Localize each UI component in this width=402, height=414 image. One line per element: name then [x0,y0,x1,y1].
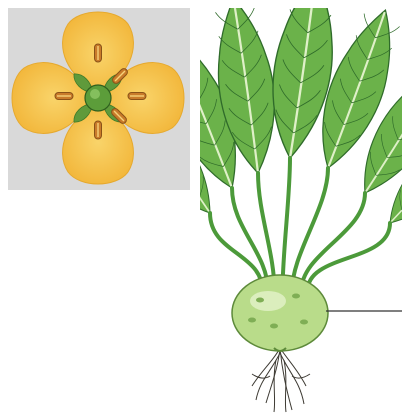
root-6 [280,353,304,404]
stem-4 [292,168,328,291]
plant-diagram [200,8,402,414]
root-8 [284,360,286,412]
kohlrabi-plant-icon [200,8,402,414]
leaf-group [200,8,402,236]
root-5 [256,353,280,400]
flower-top-view-icon [8,8,190,190]
root-group [252,348,310,412]
bulb [232,275,328,351]
leaf-scar-1 [256,298,264,303]
root-3 [252,348,280,386]
root-4 [280,348,306,386]
leaf-scar-3 [270,324,278,329]
flower-diagram [8,8,190,190]
leaf-scar-2 [292,294,300,299]
stem-3 [283,158,291,291]
leaf-scar-4 [300,320,308,325]
stem-group [210,158,390,291]
ovary-highlight [90,89,100,99]
root-10 [292,374,310,378]
root-7 [274,360,276,412]
leaf-scar-5 [248,318,256,323]
